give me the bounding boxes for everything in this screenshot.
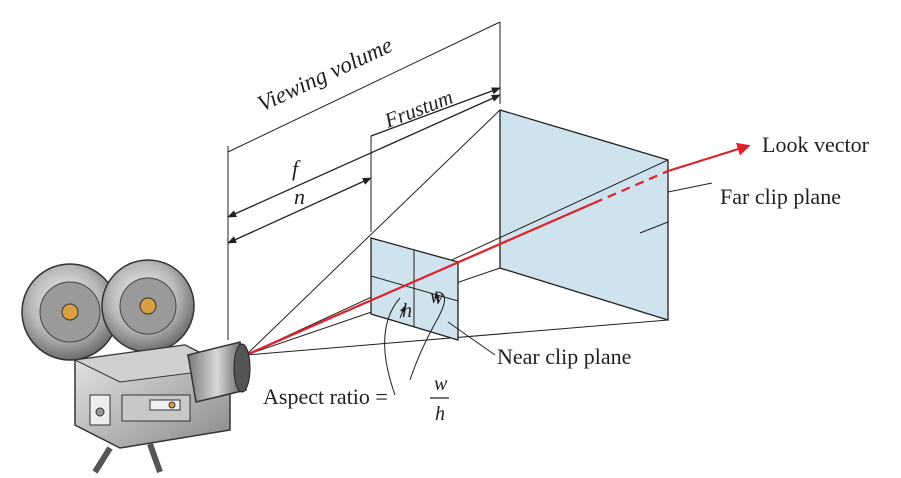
aspect-fraction-numerator: w [434, 373, 448, 395]
near-width-label: w [430, 286, 444, 308]
movie-camera-illustration [21, 259, 251, 474]
near-clip-plane [370, 237, 459, 341]
aspect-fraction-denominator: h [435, 403, 445, 425]
dimension-lines [227, 21, 501, 340]
look-vector [245, 142, 751, 357]
viewing-volume-label: Viewing volume [254, 32, 397, 116]
aspect-ratio-label: Aspect ratio = [263, 384, 388, 409]
frustum-label: Frustum [380, 85, 456, 133]
f-label: f [292, 156, 301, 181]
far-clip-plane-label: Far clip plane [720, 184, 841, 209]
near-clip-plane-label: Near clip plane [497, 344, 631, 369]
far-clip-plane [499, 109, 669, 321]
look-vector-label: Look vector [762, 132, 870, 157]
leader-lines [384, 182, 713, 396]
near-height-label: h [402, 300, 412, 322]
n-label: n [294, 184, 305, 209]
